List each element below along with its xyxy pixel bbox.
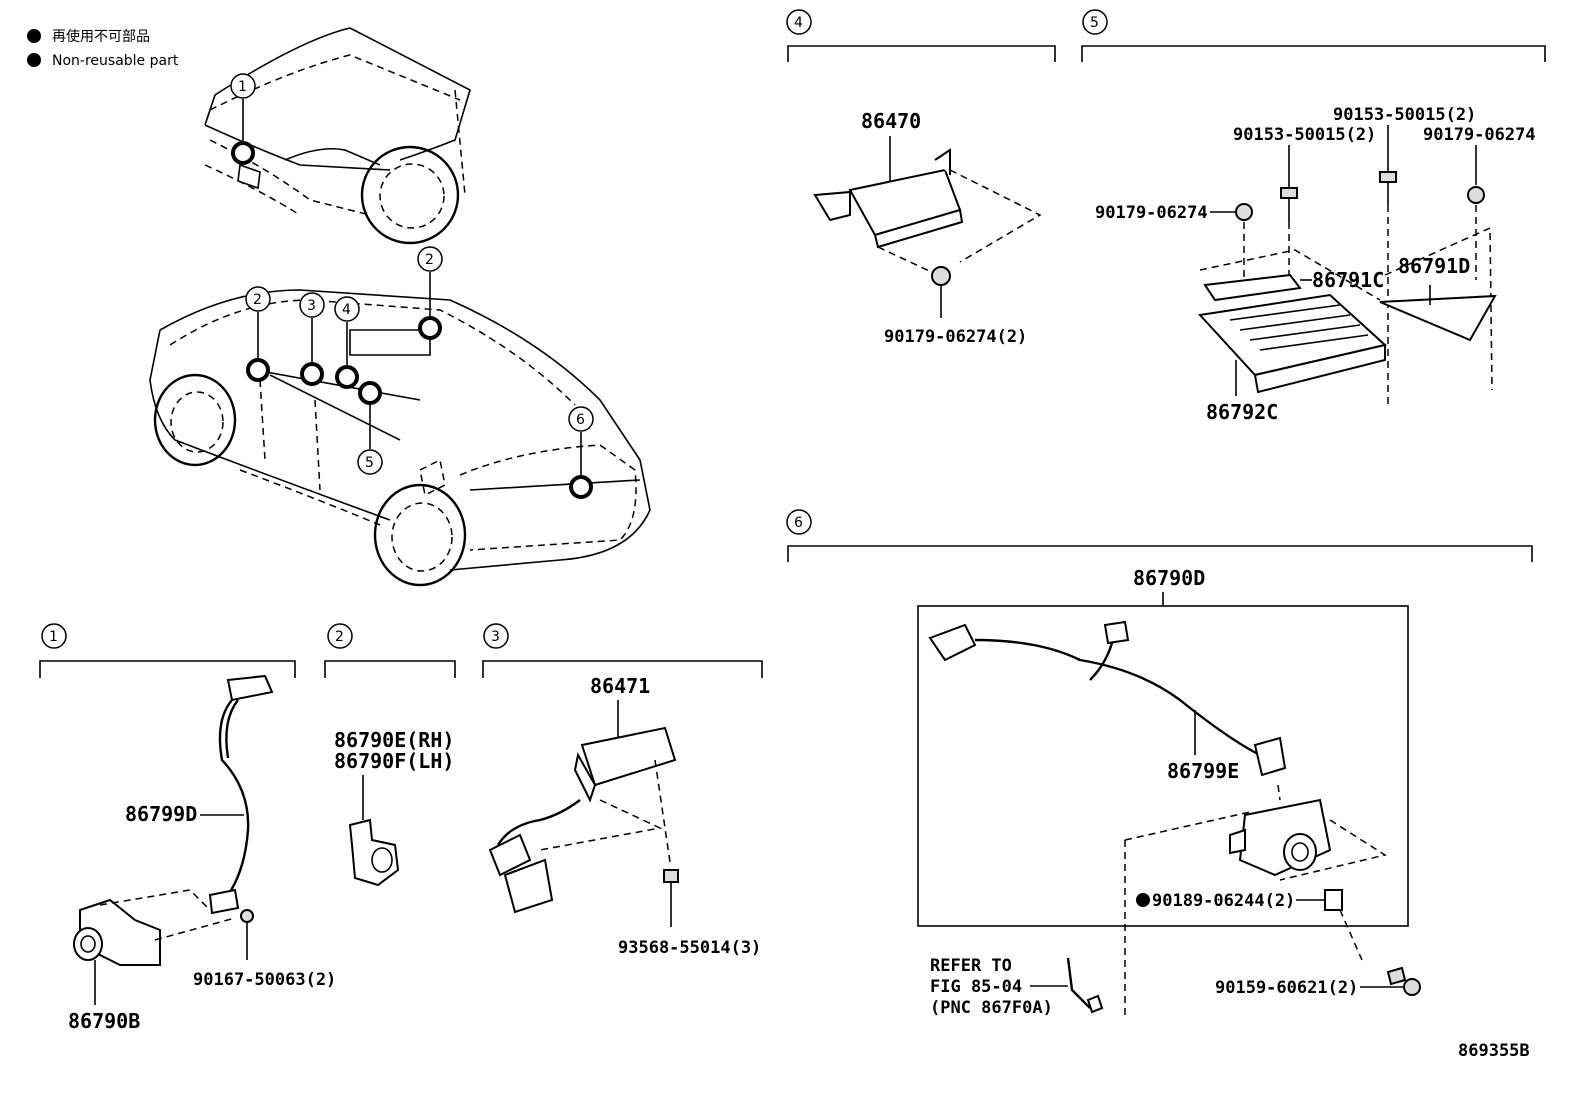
section-number: 3 [491,629,500,645]
section-4: 4 86470 90179-06274(2) [786,9,1056,347]
refer-note-line: FIG 85-04 [930,977,1022,997]
car-rear-view: 2 2 3 4 5 6 [149,246,651,587]
location-marker-icon [231,141,255,165]
part-label: 90179-06274 [1423,125,1536,145]
part-label: 86791C [1312,268,1384,292]
section-number: 4 [794,15,803,31]
callout-number: 6 [576,412,585,428]
section-number-icon [327,623,353,649]
callout-number: 1 [238,79,247,95]
callout-number: 2 [425,252,434,268]
callout-circle-icon [299,292,325,318]
refer-note-line: REFER TO [930,956,1012,976]
location-marker-icon [569,475,593,499]
part-label: 86792C [1206,400,1278,424]
assembly-box [917,605,1409,927]
car-front-view: 1 [204,27,471,245]
location-marker-icon [300,362,324,386]
section-number: 6 [794,515,803,531]
part-label: 90189-06244(2) [1152,891,1295,911]
callout-circle-icon [417,246,443,272]
figure-id: 869355B [1458,1041,1530,1061]
part-label: 90167-50063(2) [193,970,336,990]
callout-circle-icon [357,449,383,475]
location-marker-icon [358,381,382,405]
location-marker-icon [418,316,442,340]
part-label: 93568-55014(3) [618,938,761,958]
legend: 再使用不可部品 Non-reusable part [27,28,179,69]
part-label: 90179-06274(2) [884,327,1027,347]
section-number: 1 [49,629,58,645]
refer-note-line: (PNC 867F0A) [930,998,1053,1018]
section-6: 6 86790D 86799E 90189-06244(2) 90159-60 [786,509,1533,1018]
part-label: 86790B [68,1009,140,1033]
callout-number: 5 [365,455,374,471]
part-label: 86790E(RH) [334,728,454,752]
part-label: 86790D [1133,566,1205,590]
non-reusable-marker-icon [27,53,41,67]
section-number-icon [1082,9,1108,35]
section-number-icon [41,623,67,649]
part-label: 90179-06274 [1095,203,1208,223]
part-label: 90159-60621(2) [1215,978,1358,998]
non-reusable-marker-icon [27,29,41,43]
callout-number: 4 [342,302,351,318]
legend-jp: 再使用不可部品 [52,28,150,45]
part-label: 86471 [590,674,650,698]
part-label: 90153-50015(2) [1333,105,1476,125]
section-5: 5 90153-50015(2) 90153-50015(2) 90179-06… [1081,9,1546,424]
callout-number: 2 [253,292,262,308]
section-number-icon [483,623,509,649]
callout-circle-icon [568,406,594,432]
callout-circle-icon [245,286,271,312]
callout-circle-icon [334,296,360,322]
part-label: 86470 [861,109,921,133]
section-3: 3 86471 93568-55014(3) [482,623,763,958]
section-number-icon [786,9,812,35]
location-marker-icon [246,358,270,382]
part-label: 86799E [1167,759,1239,783]
part-label: 86791D [1398,254,1470,278]
callout-number: 3 [307,298,316,314]
part-label: 86799D [125,802,197,826]
section-number-icon [786,509,812,535]
callout-circle-icon [230,73,256,99]
section-2: 2 86790E(RH) 86790F(LH) [324,623,456,887]
part-label: 90153-50015(2) [1233,125,1376,145]
legend-en: Non-reusable part [52,53,179,69]
location-marker-icon [335,365,359,389]
section-number: 2 [335,629,344,645]
part-label: 86790F(LH) [334,749,454,773]
section-number: 5 [1090,15,1099,31]
non-reusable-marker-icon [1136,893,1150,907]
section-1: 1 86799D 86790B 90167-50063(2) [39,623,336,1033]
